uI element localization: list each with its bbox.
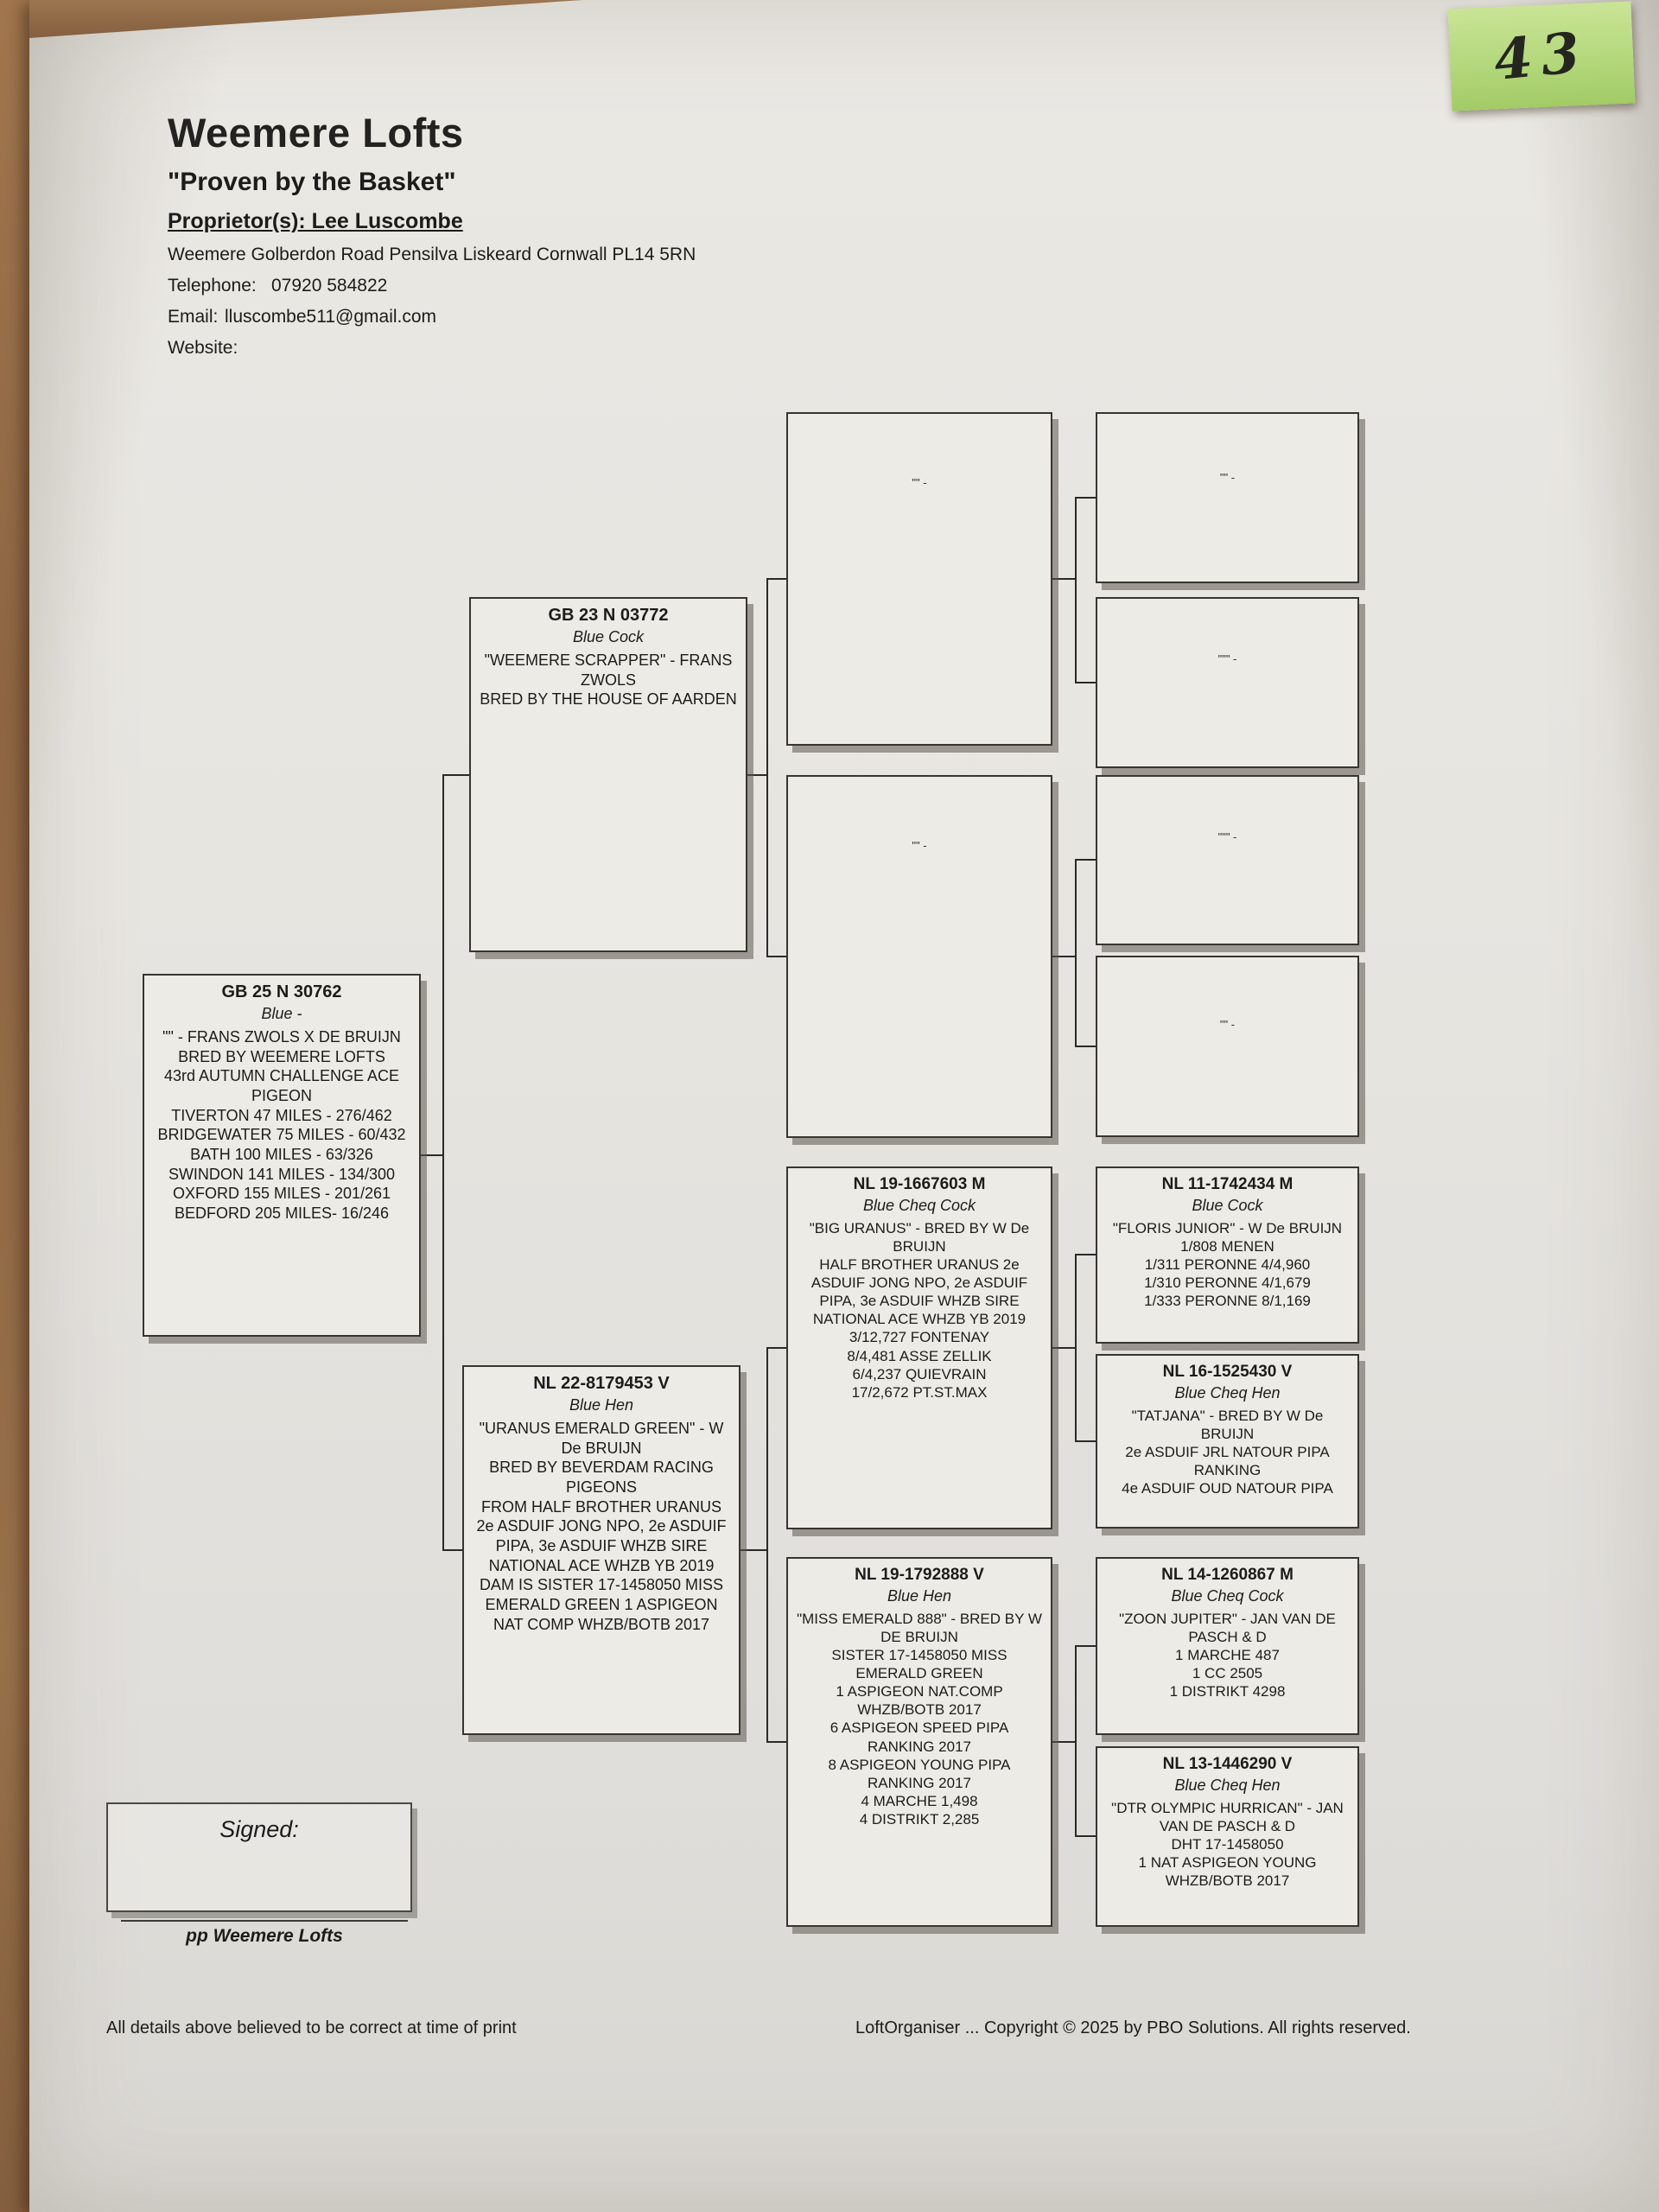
address-line: Weemere Golberdon Road Pensilva Liskeard… — [168, 245, 696, 264]
ring-number: GB 25 N 30762 — [221, 982, 342, 1001]
email-line: Email: lluscombe511@gmail.com — [168, 307, 696, 327]
ring-number: NL 22-8179453 V — [533, 1374, 670, 1393]
pedigree-box-dam-dam: NL 19-1792888 V Blue Hen "MISS EMERALD 8… — [786, 1557, 1052, 1927]
connector-line — [741, 1549, 766, 1551]
sticky-note-number: 43 — [1491, 19, 1592, 93]
empty-box-mark: """ - — [1217, 830, 1237, 843]
footer-disclaimer: All details above believed to be correct… — [106, 2018, 517, 2037]
pedigree-box-sire-dam-empty: "" - — [786, 775, 1052, 1138]
connector-line — [1052, 956, 1075, 957]
connector-line — [1077, 1835, 1096, 1837]
bird-color-sex: Blue Cheq Cock — [1171, 1587, 1284, 1605]
connector-line — [766, 1347, 768, 1743]
bird-color-sex: Blue Cheq Hen — [1174, 1384, 1281, 1402]
ring-number: NL 11-1742434 M — [1161, 1175, 1294, 1193]
connector-line — [1052, 1741, 1075, 1743]
telephone-value: 07920 584822 — [271, 276, 388, 296]
pedigree-box-dam-dam-sire: NL 14-1260867 M Blue Cheq Cock "ZOON JUP… — [1096, 1557, 1359, 1735]
bird-color-sex: Blue Hen — [887, 1587, 952, 1605]
bird-details: "URANUS EMERALD GREEN" - W De BRUIJN BRE… — [476, 1420, 727, 1633]
bird-color-sex: Blue Cock — [572, 628, 645, 645]
empty-box-mark: "" - — [1219, 471, 1236, 484]
website-line: Website: — [168, 338, 696, 359]
bird-color-sex: Blue - — [261, 1005, 302, 1022]
pedigree-box-sire-sire-empty: "" - — [786, 412, 1052, 746]
connector-line — [442, 774, 444, 1551]
bird-details: "DTR OLYMPIC HURRICAN" - JAN VAN DE PASC… — [1111, 1800, 1344, 1890]
telephone-line: Telephone: 07920 584822 — [168, 276, 696, 296]
bird-color-sex: Blue Cheq Hen — [1174, 1777, 1281, 1794]
connector-line — [768, 578, 786, 580]
connector-line — [768, 956, 786, 957]
pedigree-box-sire-dam-sire-empty: """ - — [1096, 775, 1359, 945]
connector-line — [1075, 497, 1077, 683]
connector-line — [1075, 1254, 1077, 1442]
sticky-note: 43 — [1447, 1, 1636, 111]
pedigree-box-sire: GB 23 N 03772 Blue Cock "WEEMERE SCRAPPE… — [469, 597, 747, 952]
loft-slogan: "Proven by the Basket" — [168, 168, 456, 196]
connector-line — [1077, 682, 1096, 683]
bird-details: "FLORIS JUNIOR" - W De BRUIJN 1/808 MENE… — [1112, 1220, 1343, 1310]
connector-line — [1077, 1046, 1096, 1047]
email-label: Email: — [168, 307, 219, 327]
pedigree-box-dam-sire-sire: NL 11-1742434 M Blue Cock "FLORIS JUNIOR… — [1096, 1166, 1359, 1344]
ring-number: NL 14-1260867 M — [1161, 1566, 1294, 1584]
ring-number: NL 16-1525430 V — [1162, 1363, 1293, 1381]
connector-line — [1077, 1254, 1096, 1255]
bird-details: "ZOON JUPITER" - JAN VAN DE PASCH & D 1 … — [1119, 1611, 1336, 1700]
empty-box-mark: "" - — [1219, 1018, 1236, 1031]
bird-details: "WEEMERE SCRAPPER" - FRANS ZWOLS BRED BY… — [480, 652, 737, 709]
connector-line — [1077, 1440, 1096, 1442]
connector-line — [1075, 1645, 1077, 1837]
connector-line — [444, 774, 469, 776]
ring-number: GB 23 N 03772 — [548, 606, 669, 625]
pedigree-box-dam: NL 22-8179453 V Blue Hen "URANUS EMERALD… — [462, 1365, 741, 1735]
pedigree-box-dam-dam-dam: NL 13-1446290 V Blue Cheq Hen "DTR OLYMP… — [1096, 1746, 1359, 1927]
ring-number: NL 19-1792888 V — [855, 1566, 984, 1584]
email-value: lluscombe511@gmail.com — [225, 307, 437, 327]
bird-color-sex: Blue Hen — [569, 1396, 634, 1414]
signed-label: Signed: — [219, 1816, 299, 1842]
pedigree-box-dam-sire: NL 19-1667603 M Blue Cheq Cock "BIG URAN… — [786, 1166, 1052, 1529]
website-label: Website: — [168, 338, 238, 358]
loft-name: Weemere Lofts — [168, 110, 464, 156]
telephone-label: Telephone: — [168, 276, 257, 296]
bird-details: "BIG URANUS" - BRED BY W De BRUIJN HALF … — [809, 1220, 1030, 1401]
empty-box-mark: "" - — [912, 476, 927, 489]
connector-line — [1077, 859, 1096, 861]
connector-line — [1077, 497, 1096, 499]
connector-line — [1052, 578, 1075, 580]
connector-line — [747, 774, 766, 776]
pedigree-document-paper: Weemere Lofts "Proven by the Basket" Pro… — [29, 0, 1659, 2212]
pedigree-box-sire-sire-dam-empty: """ - — [1096, 597, 1359, 768]
empty-box-mark: """ - — [1217, 652, 1237, 665]
pedigree-box-subject: GB 25 N 30762 Blue - "" - FRANS ZWOLS X … — [143, 974, 421, 1337]
pedigree-box-dam-sire-dam: NL 16-1525430 V Blue Cheq Hen "TATJANA" … — [1096, 1354, 1359, 1529]
ring-number: NL 19-1667603 M — [853, 1175, 986, 1193]
pedigree-box-sire-dam-dam-empty: "" - — [1096, 956, 1359, 1137]
bird-color-sex: Blue Cock — [1192, 1197, 1263, 1214]
connector-line — [768, 1741, 786, 1743]
connector-line — [1077, 1645, 1096, 1647]
connector-line — [766, 578, 768, 957]
footer-copyright: LoftOrganiser ... Copyright © 2025 by PB… — [855, 2018, 1411, 2037]
connector-line — [1075, 859, 1077, 1047]
bird-details: "MISS EMERALD 888" - BRED BY W DE BRUIJN… — [797, 1611, 1042, 1827]
connector-line — [444, 1549, 462, 1551]
ring-number: NL 13-1446290 V — [1162, 1755, 1293, 1773]
bird-details: "" - FRANS ZWOLS X DE BRUIJN BRED BY WEE… — [157, 1028, 406, 1223]
proprietor-line: Proprietor(s): Lee Luscombe — [168, 209, 463, 233]
pedigree-box-sire-sire-sire-empty: "" - — [1096, 412, 1359, 583]
pp-signature-text: pp Weemere Lofts — [186, 1926, 343, 1946]
empty-box-mark: "" - — [912, 839, 927, 852]
signature-line: pp Weemere Lofts — [121, 1920, 408, 1947]
bird-color-sex: Blue Cheq Cock — [862, 1197, 976, 1214]
connector-line — [1052, 1347, 1075, 1349]
connector-line — [768, 1347, 786, 1349]
loft-header: Weemere Lofts "Proven by the Basket" Pro… — [168, 109, 696, 359]
bird-details: "TATJANA" - BRED BY W De BRUIJN 2e ASDUI… — [1122, 1408, 1333, 1497]
connector-line — [421, 1154, 443, 1156]
signed-box: Signed: — [106, 1802, 412, 1912]
